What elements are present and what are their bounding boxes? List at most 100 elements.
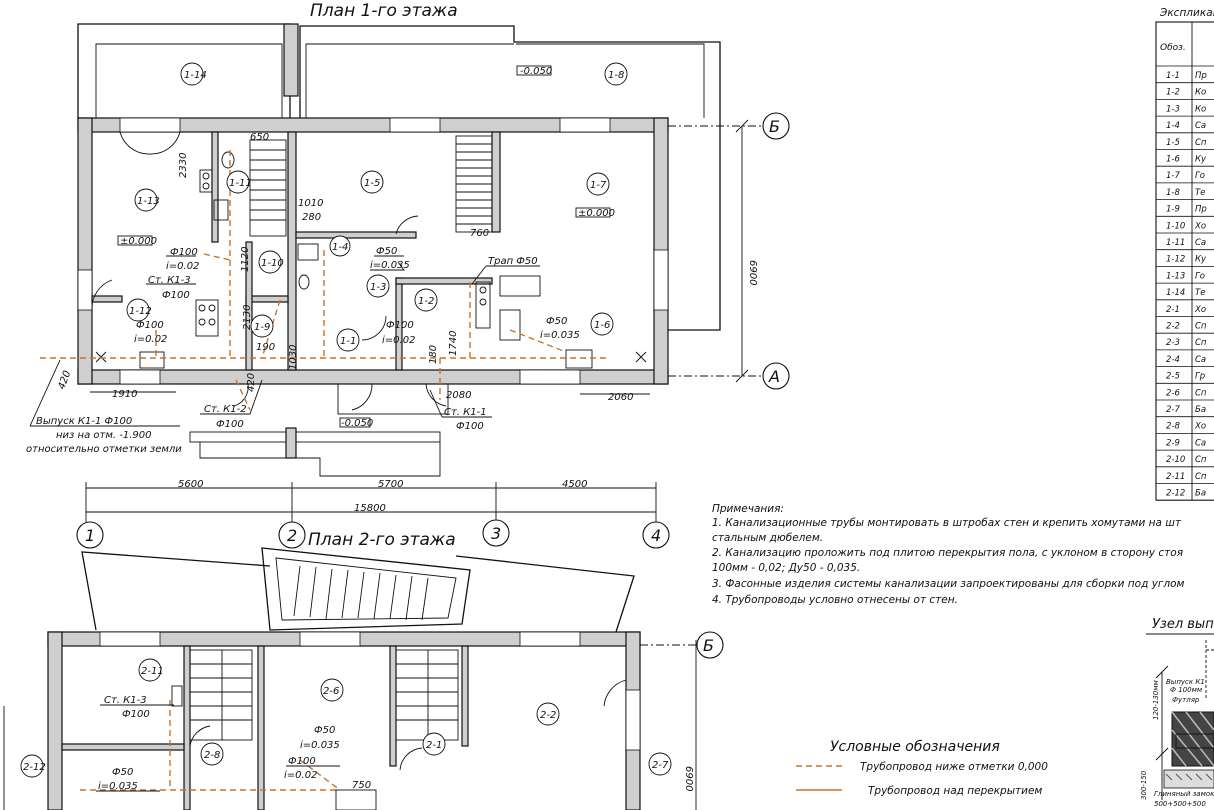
svg-text:Ф100: Ф100: [288, 756, 316, 767]
plan1-rooms: 1-14 1-8 1-13 1-11 1-10 1-5 1-7 1-4 1-3 …: [126, 62, 628, 352]
explication-code: 1-14: [1166, 288, 1185, 298]
explication-code: 1-11: [1166, 238, 1185, 248]
room-2-2: 2-2: [540, 710, 556, 721]
svg-text:2060: 2060: [608, 392, 633, 403]
room-1-12: 1-12: [129, 306, 152, 317]
notes-title: Примечания:: [712, 503, 784, 515]
level-room13: ±0.000: [120, 236, 157, 247]
explication-name: Хо: [1194, 422, 1206, 432]
riser-k1-1-d: Ф100: [456, 421, 484, 432]
exterior-walls: [77, 117, 669, 385]
explication-code: 2-5: [1166, 372, 1180, 382]
svg-text:1740: 1740: [448, 331, 459, 356]
riser-k1-1: Ст. К1-1: [444, 407, 487, 418]
plan2-stairs: [189, 649, 627, 771]
explication-name: Хо: [1194, 221, 1206, 231]
room-2-6: 2-6: [323, 686, 339, 697]
explication-code: 2-4: [1166, 355, 1180, 365]
svg-text:2330: 2330: [178, 153, 189, 178]
stair-1: [249, 135, 493, 237]
explication-name: Го: [1195, 171, 1205, 181]
pipe-12-i: i=0.02: [134, 334, 167, 345]
explication-name: Сп: [1195, 138, 1207, 148]
svg-text:650: 650: [250, 132, 269, 143]
svg-text:Выпуск К1-1 Ф100: Выпуск К1-1 Ф100: [36, 416, 132, 427]
axis-3: 3: [491, 524, 501, 543]
explication-name: Ба: [1195, 489, 1206, 499]
axis-1: 1: [85, 526, 95, 545]
pipe-1-1-d: Ф100: [386, 320, 414, 331]
explication-name: Пр: [1195, 71, 1207, 81]
fixtures: [95, 151, 647, 369]
room-2-7: 2-7: [652, 760, 669, 771]
svg-text:5600: 5600: [178, 479, 203, 490]
pipes-below-zero: [40, 150, 610, 411]
svg-text:Ф100: Ф100: [122, 709, 150, 720]
explication-code: 2-6: [1166, 388, 1180, 398]
explication-name: Сп: [1195, 472, 1207, 482]
svg-text:420: 420: [56, 369, 73, 391]
svg-text:190: 190: [256, 342, 275, 353]
room-2-1: 2-1: [426, 740, 442, 751]
explication-code: 1-2: [1166, 88, 1180, 98]
svg-text:2130: 2130: [242, 305, 253, 330]
plan2-title: План 2-го этажа: [308, 530, 456, 550]
explication-name: Са: [1195, 355, 1206, 365]
explication-code: 2-2: [1166, 322, 1180, 332]
explication-code: 2-9: [1166, 438, 1180, 448]
svg-text:1010: 1010: [298, 198, 323, 209]
grid-axes: Б А 1 2 3 4 Б: [76, 112, 790, 659]
explication-name: Сп: [1195, 388, 1207, 398]
pipe-12-d: Ф100: [136, 320, 164, 331]
room-1-3: 1-3: [370, 282, 386, 293]
room-1-7: 1-7: [590, 180, 607, 191]
svg-text:100мм - 0,02; Ду50 - 0,035.: 100мм - 0,02; Ду50 - 0,035.: [712, 562, 860, 574]
explication-name: Го: [1195, 271, 1205, 281]
legend: Условные обозначения Трубопровод ниже от…: [796, 739, 1048, 797]
svg-text:4500: 4500: [562, 479, 587, 490]
riser-k1-3-d: Ф100: [162, 290, 190, 301]
room-1-11: 1-11: [229, 178, 252, 189]
room-1-10: 1-10: [261, 258, 284, 269]
svg-text:15800: 15800: [354, 503, 386, 514]
room-1-2: 1-2: [418, 296, 434, 307]
level-room7: ±0.000: [578, 208, 615, 219]
explication-code: 1-7: [1166, 171, 1180, 181]
axis-2: 2: [287, 526, 297, 545]
svg-text:Ф 100мм: Ф 100мм: [1170, 686, 1203, 694]
svg-text:1120: 1120: [240, 247, 251, 272]
outlet-node-detail: Узел вып Выпуск К1 Ф 100мм Футляр 120-13…: [1140, 617, 1214, 808]
pipe-6-i: i=0.035: [540, 330, 580, 341]
plan2-rooms: 2-11 2-6 2-2 2-8 2-1 2-12 2-7: [20, 658, 672, 778]
pipe-6-d: Ф50: [546, 316, 567, 327]
plan1-title: План 1-го этажа: [310, 1, 458, 21]
riser-k1-2: Ст. К1-2: [204, 404, 247, 415]
explication-name: Ку: [1195, 155, 1207, 165]
svg-text:Выпуск К1: Выпуск К1: [1166, 678, 1205, 686]
explication-name: Сп: [1195, 338, 1207, 348]
explication-code: 2-12: [1166, 489, 1185, 499]
svg-text:низ на отм. -1.900: низ на отм. -1.900: [56, 430, 151, 441]
door-swings: [91, 131, 447, 411]
explication-code: 2-8: [1166, 422, 1180, 432]
outlet-note: Выпуск К1-1 Ф100 низ на отм. -1.900 отно…: [26, 359, 182, 455]
explication-code: 1-5: [1166, 138, 1180, 148]
porch: [189, 383, 449, 477]
explication-name: Сп: [1195, 322, 1207, 332]
plan2-balconies: [81, 547, 635, 633]
level-terrace: -0.050: [520, 66, 552, 77]
svg-text:180: 180: [428, 345, 439, 364]
explication-name: Са: [1195, 438, 1206, 448]
pipe-4-d: Ф50: [376, 246, 397, 257]
explication-code: 1-4: [1166, 121, 1180, 131]
riser-k1-3: Ст. К1-3: [148, 275, 191, 286]
explication-name: Ба: [1195, 405, 1206, 415]
svg-text:760: 760: [470, 228, 489, 239]
node-title: Узел вып: [1152, 617, 1214, 632]
svg-text:750: 750: [352, 780, 371, 791]
explication-name: Хо: [1194, 305, 1206, 315]
svg-text:420: 420: [246, 373, 257, 392]
room-2-11: 2-11: [141, 666, 164, 677]
explication-name: Гр: [1195, 372, 1205, 382]
svg-text:1030: 1030: [288, 345, 299, 370]
